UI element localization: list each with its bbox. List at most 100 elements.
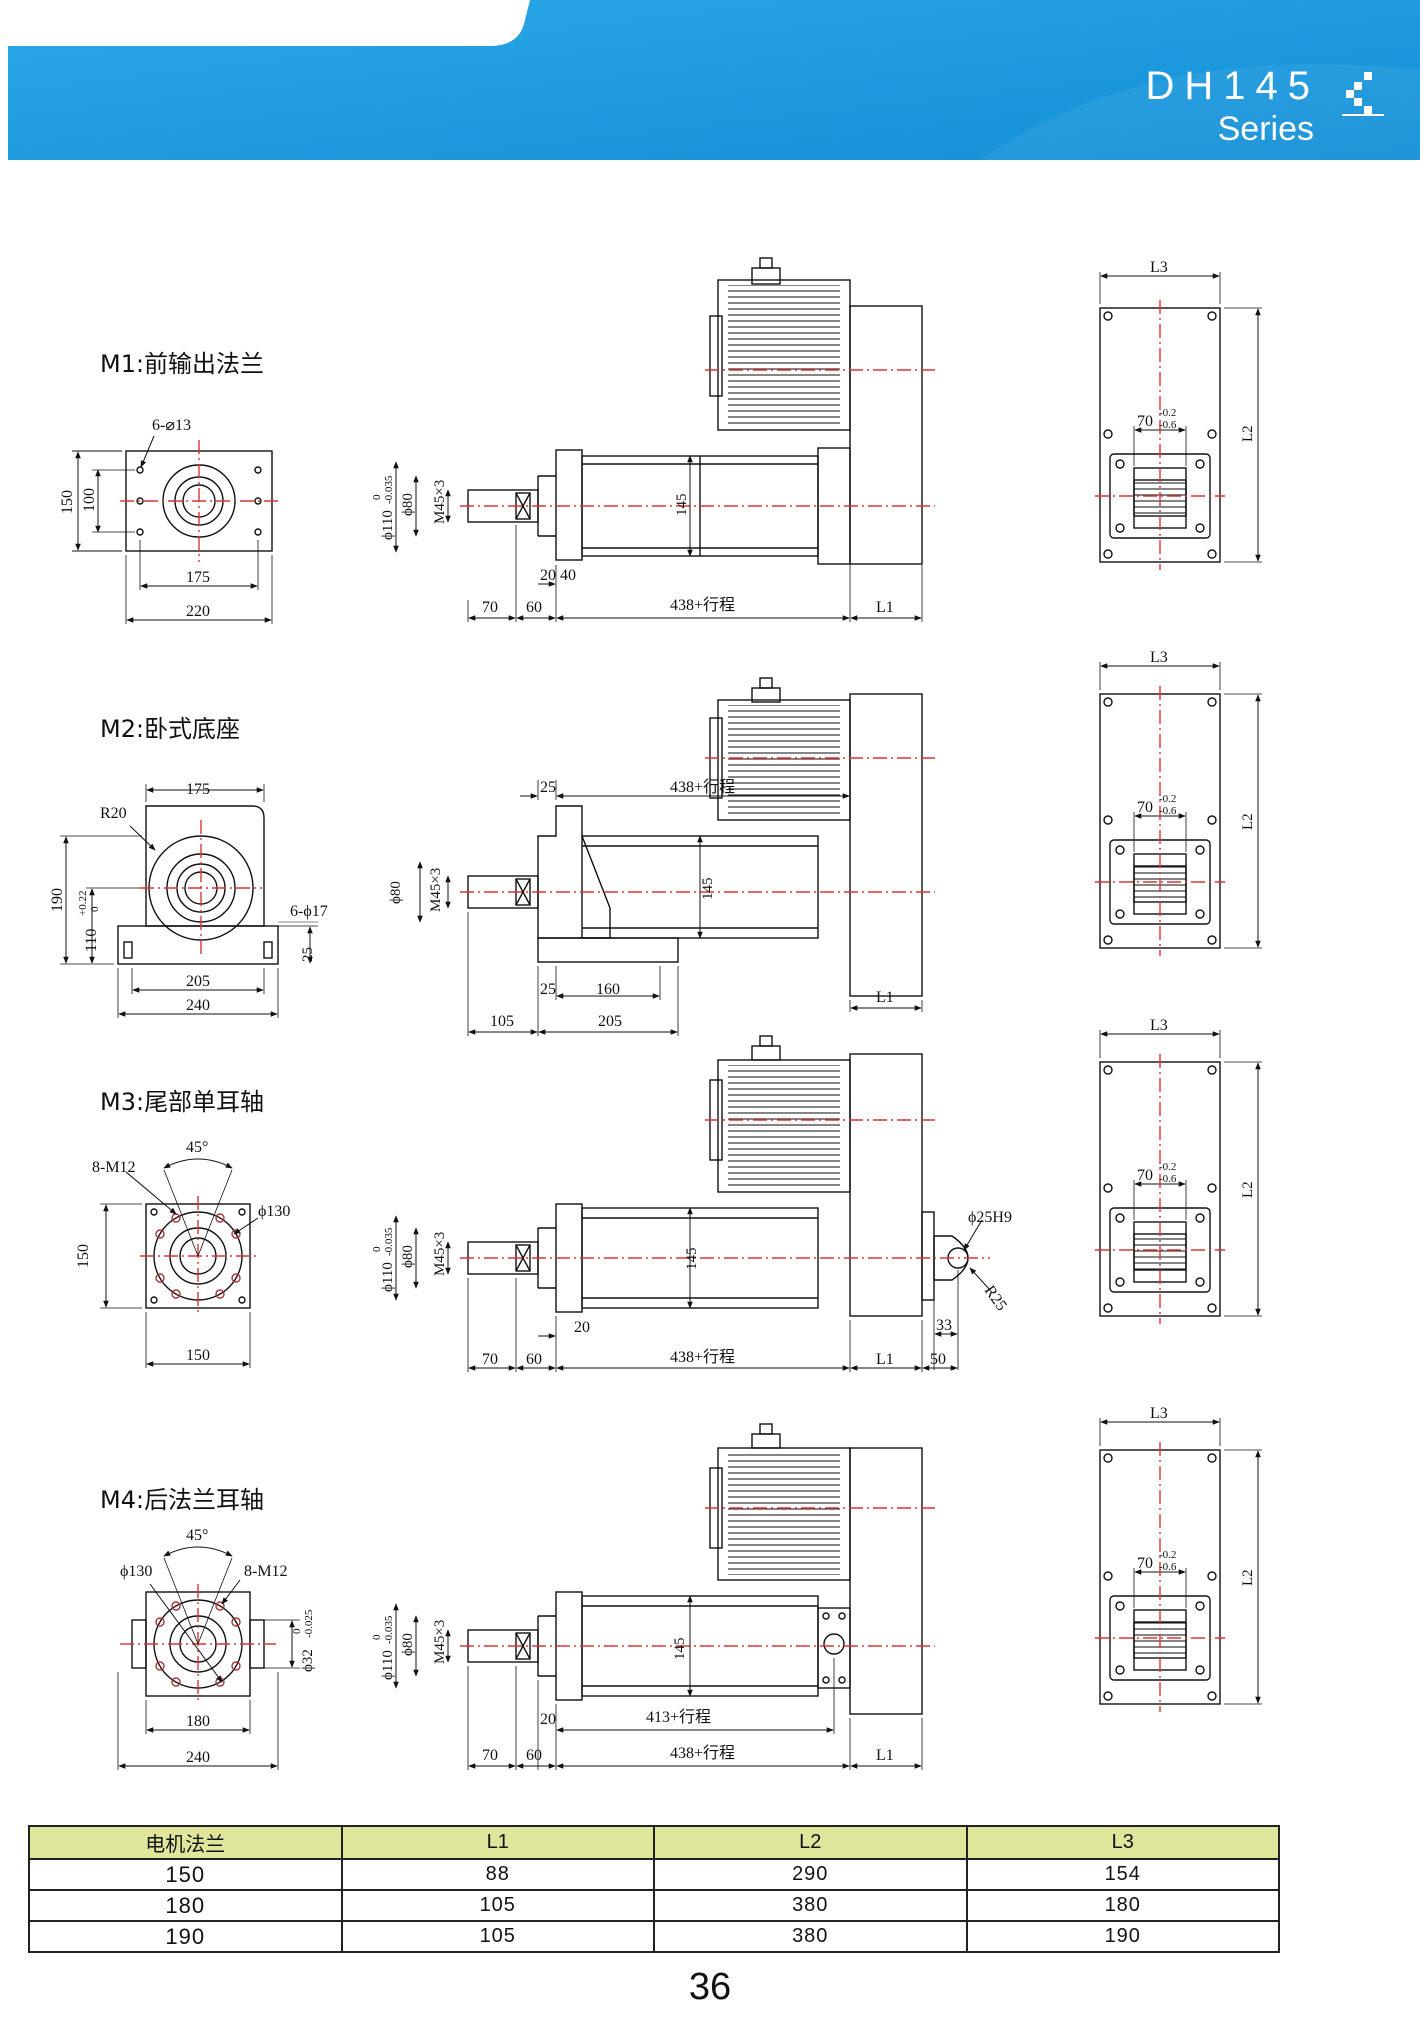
table-header-cell: L1	[340, 1825, 655, 1860]
m1-dim-40: 40	[560, 567, 576, 584]
m4-phi32: ϕ32	[300, 1649, 316, 1672]
m3-dim-60: 60	[526, 1351, 542, 1368]
section-label-m1: M1:前输出法兰	[100, 350, 265, 378]
m1-end-view	[1095, 272, 1262, 570]
m4-stroke: 438+行程	[670, 1744, 735, 1762]
m3-end-tol-top: -0.2	[1159, 1161, 1176, 1173]
m3-tol110-top: 0	[371, 1246, 383, 1252]
m4-end-tol-bot: -0.6	[1159, 1561, 1177, 1573]
table-cell: 105	[340, 1920, 655, 1953]
m2-dim-25-top: 25	[540, 779, 556, 796]
m3-end-l3: L3	[1150, 1017, 1168, 1034]
m4-phi80: ϕ80	[400, 1633, 416, 1656]
m3-end-tol-bot: -0.6	[1159, 1173, 1177, 1185]
m2-end-view	[1095, 662, 1262, 956]
m4-l1: L1	[876, 1747, 894, 1764]
m1-front-view	[72, 435, 280, 624]
m1-height-100: 100	[81, 488, 98, 512]
m4-bolts: 8-M12	[244, 1563, 288, 1580]
table-cell: 150	[28, 1858, 343, 1891]
table-row: 190 105 380 190	[28, 1920, 1280, 1953]
m2-dim-205: 205	[598, 1013, 622, 1030]
m2-holes: 6-ϕ17	[290, 903, 328, 920]
m3-tol110-bot: -0.035	[383, 1227, 395, 1256]
m2-l1: L1	[876, 989, 894, 1006]
page-number: 36	[688, 1966, 732, 2008]
m2-side-view	[417, 677, 935, 1036]
m3-dimension-labels: 45° 8-M12 ϕ130 150 150 ϕ110 0 -0.035 ϕ80…	[75, 1139, 1012, 1368]
m4-stroke-413: 413+行程	[646, 1708, 711, 1726]
m1-tol110-bot: -0.035	[383, 475, 395, 504]
m3-height-150: 150	[75, 1244, 92, 1268]
m2-end-tol-top: -0.2	[1159, 793, 1176, 805]
m4-front-view	[117, 1546, 300, 1770]
m3-front-view	[100, 1158, 259, 1368]
m4-dim-20: 20	[540, 1711, 556, 1728]
table-row: 150 88 290 154	[28, 1858, 1280, 1891]
m1-height-145: 145	[674, 494, 690, 517]
section-label-m4: M4:后法兰耳轴	[100, 1486, 265, 1514]
m2-thread: M45×3	[428, 868, 444, 912]
m2-tol110-top: +0.22	[77, 891, 89, 916]
m3-dim-50: 50	[930, 1351, 946, 1368]
m3-r25: R25	[981, 1283, 1010, 1315]
end-view-dimension-labels: L3 L2 70 -0.2 -0.6 L3 L2 70 -0.2 -0.6 L3…	[1137, 259, 1256, 1586]
m2-width-205: 205	[186, 973, 210, 990]
m1-phi110: ϕ110	[380, 510, 396, 540]
m2-height-110: 110	[83, 929, 100, 952]
m3-dim-20: 20	[574, 1319, 590, 1336]
m1-tol110-top: 0	[371, 494, 383, 500]
table-cell: 180	[965, 1889, 1280, 1922]
table-cell: 190	[28, 1920, 343, 1953]
m3-dim-33: 33	[936, 1317, 952, 1334]
m4-end-tol-top: -0.2	[1159, 1549, 1176, 1561]
m2-dimension-labels: R20 175 190 110 +0.22 0 6-ϕ17 25 205 240…	[49, 778, 894, 1030]
m4-height-145: 145	[672, 1638, 688, 1661]
header-banner	[8, 0, 1420, 160]
m2-width-175: 175	[186, 781, 210, 798]
table-cell: 290	[653, 1858, 968, 1891]
page-header: DH145 Series	[0, 0, 1420, 170]
m1-phi80: ϕ80	[400, 493, 416, 516]
m1-dimension-labels: 6-⌀13 150 100 175 220 ϕ110 0 -0.035 ϕ80 …	[59, 417, 894, 620]
m2-end-tol-bot: -0.6	[1159, 805, 1177, 817]
m3-dim-70: 70	[482, 1351, 498, 1368]
table-row: 180 105 380 180	[28, 1889, 1280, 1922]
m1-end-tol-bot: -0.6	[1159, 419, 1177, 431]
m4-angle: 45°	[186, 1527, 208, 1544]
table-header-cell: L3	[965, 1825, 1280, 1860]
m1-end-w70: 70	[1137, 413, 1153, 430]
m3-height-145: 145	[684, 1248, 700, 1271]
section-label-m2: M2:卧式底座	[100, 715, 241, 743]
m3-width-150: 150	[186, 1347, 210, 1364]
m1-end-tol-top: -0.2	[1159, 407, 1176, 419]
m3-thread: M45×3	[432, 1232, 448, 1276]
m4-tol32-top: 0	[291, 1628, 303, 1634]
m3-phi80: ϕ80	[400, 1245, 416, 1268]
m2-stroke: 438+行程	[670, 778, 735, 796]
m2-height-190: 190	[49, 888, 66, 912]
m2-end-l2: L2	[1240, 813, 1256, 830]
table-cell: 380	[653, 1889, 968, 1922]
m4-end-l2: L2	[1240, 1569, 1256, 1586]
dimension-table: 电机法兰 L1 L2 L3 150 88 290 154 180 105 380…	[28, 1825, 1280, 1953]
table-header-cell: L2	[653, 1825, 968, 1860]
m4-tol110-bot: -0.035	[383, 1615, 395, 1644]
m1-width-220: 220	[186, 603, 210, 620]
m1-end-l3: L3	[1150, 259, 1168, 276]
m2-dim-105: 105	[490, 1013, 514, 1030]
m3-end-view	[1095, 1030, 1262, 1324]
table-cell: 380	[653, 1920, 968, 1953]
m2-dim-25-bottom: 25	[540, 981, 556, 998]
m4-dim-60: 60	[526, 1747, 542, 1764]
m2-phi80: ϕ80	[388, 881, 404, 904]
m2-tol110-bot: 0	[89, 906, 101, 912]
m3-bolts: 8-M12	[92, 1159, 136, 1176]
m4-width-240: 240	[186, 1749, 210, 1766]
m3-side-view	[393, 1035, 991, 1372]
m3-end-w70: 70	[1137, 1167, 1153, 1184]
m1-thread: M45×3	[432, 480, 448, 524]
m4-tol110-top: 0	[371, 1634, 383, 1640]
section-label-m3: M3:尾部单耳轴	[100, 1088, 265, 1116]
m4-phi130: ϕ130	[120, 1563, 152, 1580]
